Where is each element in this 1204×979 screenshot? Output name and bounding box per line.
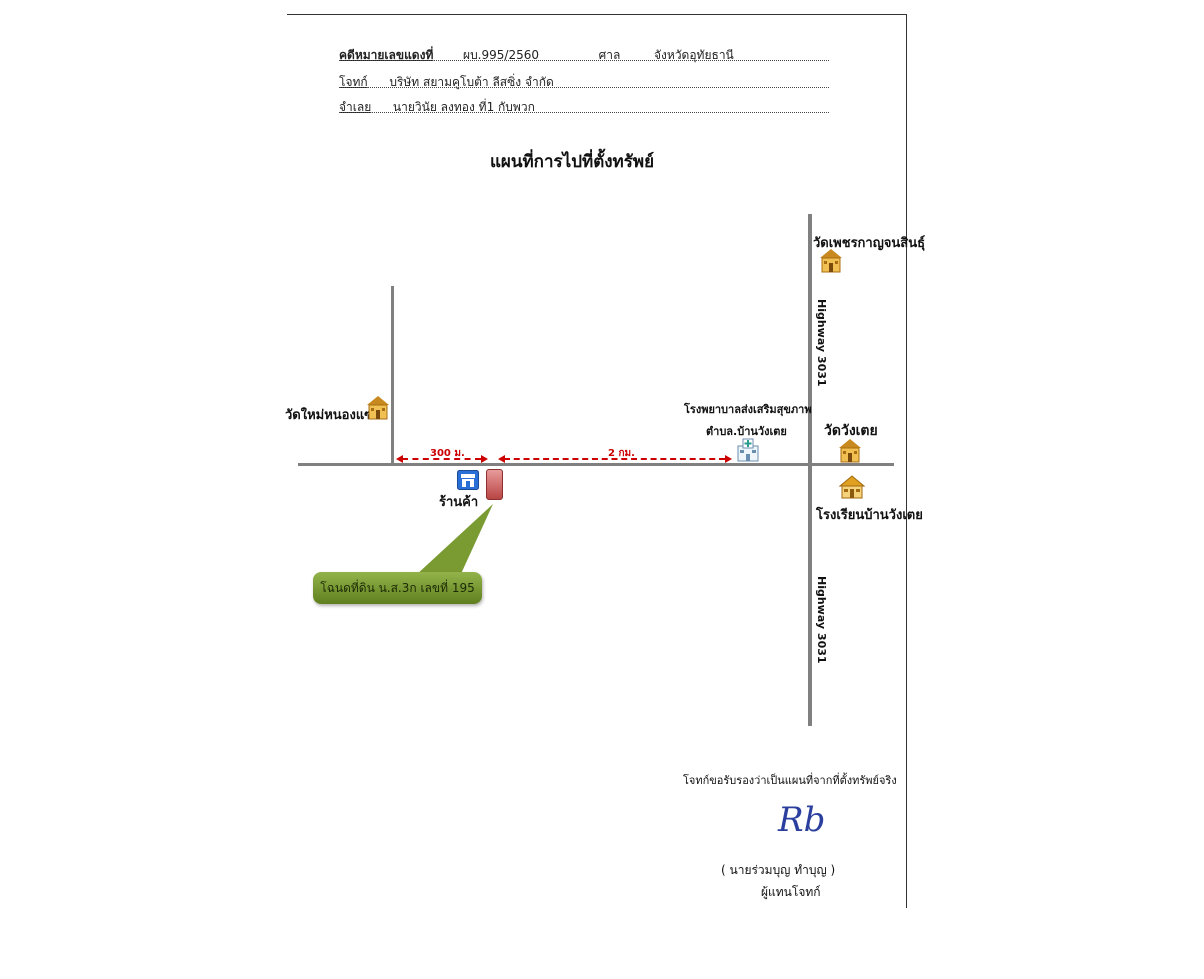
signer-name: ( นายร่วมบุญ ทำบุญ ) [721, 863, 836, 877]
case-number: ผบ.995/2560 [463, 48, 539, 62]
defendant-label: จำเลย [339, 100, 372, 114]
land-plot-marker [486, 469, 503, 500]
plaintiff-label: โจทก์ [339, 75, 368, 89]
distance-line-2km [504, 458, 725, 460]
highway-3031-road [808, 214, 812, 726]
highway-label-upper: Highway 3031 [815, 299, 828, 387]
deed-callout-text: โฉนดที่ดิน น.ส.3ก เลขที่ 195 [320, 580, 475, 595]
temple-west-icon [367, 396, 389, 420]
main-road [298, 463, 894, 466]
distance-line-300m [402, 458, 481, 460]
school-label: โรงเรียนบ้านวังเตย [816, 508, 923, 523]
court-label: ศาล [598, 48, 621, 62]
arrow-right-2km [725, 455, 732, 463]
arrow-left-2km [498, 455, 505, 463]
distance-label-2km: 2 กม. [608, 448, 635, 459]
page-right-border [906, 14, 907, 908]
temple-east-icon [839, 439, 861, 463]
arrow-right-300m [481, 455, 488, 463]
certification-statement: โจทก์ขอรับรองว่าเป็นแผนที่จากที่ตั้งทรัพ… [683, 774, 897, 787]
signature: Rb [778, 800, 826, 840]
plaintiff-name: บริษัท สยามคูโบต้า ลีสซิ่ง จำกัด [389, 75, 554, 89]
defendant-line: จำเลย นายวินัย ลงทอง ที่1 กับพวก [339, 98, 535, 117]
school-icon [838, 475, 866, 499]
case-line-dots [339, 60, 829, 61]
map-title: แผนที่การไปที่ตั้งทรัพย์ [489, 152, 655, 172]
temple-east-label: วัดวังเตย [824, 423, 878, 439]
temple-north-label: วัดเพชรกาญจนสินธุ์ [813, 236, 926, 251]
distance-label-300m: 300 ม. [430, 448, 465, 459]
hospital-label-line1: โรงพยาบาลส่งเสริมสุขภาพ [684, 403, 812, 416]
deed-callout: โฉนดที่ดิน น.ส.3ก เลขที่ 195 [313, 572, 482, 604]
court-name: จังหวัดอุทัยธานี [654, 48, 734, 62]
shop-label: ร้านค้า [439, 495, 479, 510]
plaintiff-line-dots [339, 87, 829, 88]
shop-icon [457, 470, 479, 490]
hospital-icon [737, 438, 759, 462]
temple-west-label: วัดใหม่หนองแซม [285, 408, 382, 423]
defendant-line-dots [339, 112, 829, 113]
hospital-label-line2: ตำบล.บ้านวังเตย [706, 425, 787, 438]
page-top-border [287, 14, 907, 15]
temple-north-icon [820, 249, 842, 273]
side-road-west [391, 286, 394, 465]
case-label: คดีหมายเลขแดงที่ [339, 48, 434, 62]
plaintiff-line: โจทก์ บริษัท สยามคูโบต้า ลีสซิ่ง จำกัด [339, 73, 554, 92]
defendant-name: นายวินัย ลงทอง ที่1 กับพวก [392, 100, 535, 114]
case-line: คดีหมายเลขแดงที่ ผบ.995/2560 ศาล จังหวัด… [339, 46, 734, 65]
deed-callout-pointer [415, 504, 493, 576]
signer-role: ผู้แทนโจทก์ [761, 885, 821, 899]
arrow-left-300m [396, 455, 403, 463]
highway-label-lower: Highway 3031 [815, 576, 828, 664]
